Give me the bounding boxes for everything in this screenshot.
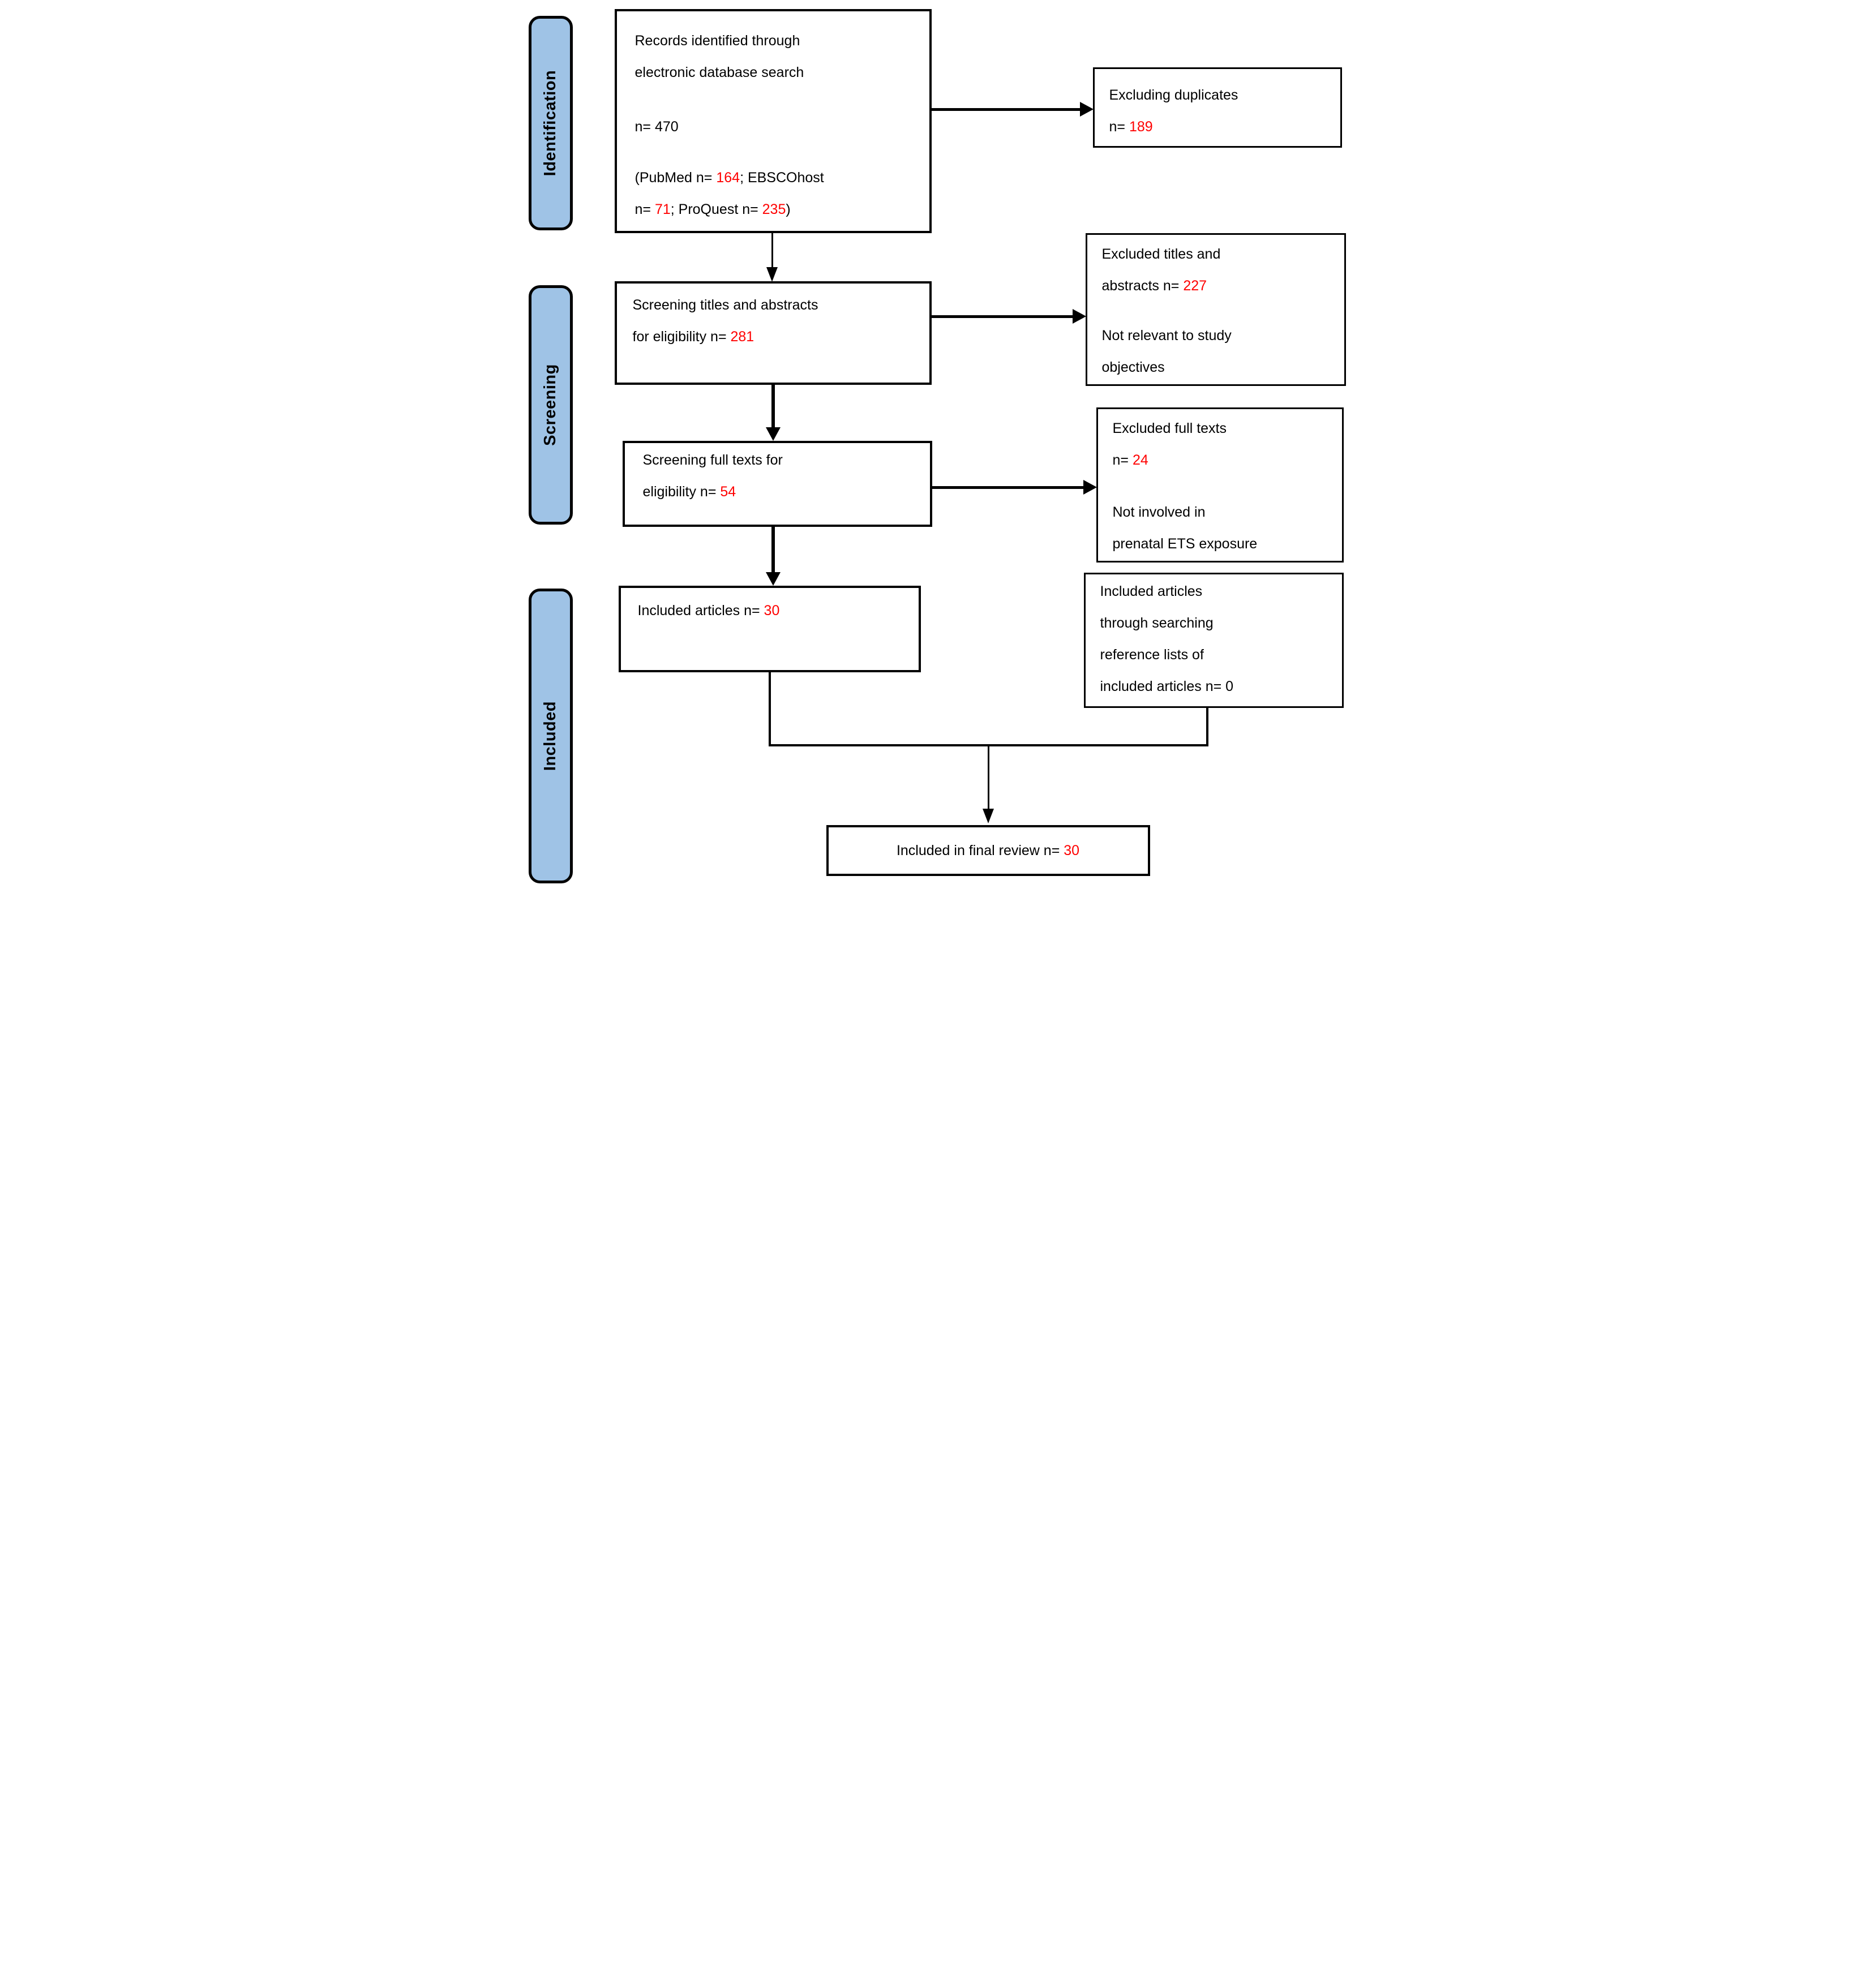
reference-lists-count-line: included articles n= 0 bbox=[1100, 679, 1234, 694]
records-line-2: electronic database search bbox=[634, 65, 804, 80]
duplicates-line-1: Excluding duplicates bbox=[1109, 87, 1238, 103]
stage-included: Included bbox=[528, 589, 573, 883]
final-review-count: 30 bbox=[1064, 843, 1080, 858]
fulltexts-line-1: Screening full texts for bbox=[642, 452, 783, 468]
excluded-titles-reason: Not relevant to study objectives bbox=[1101, 328, 1232, 375]
stage-screening: Screening bbox=[528, 285, 573, 525]
titles-line-1: Screening titles and abstracts bbox=[632, 297, 818, 313]
stage-identification: Identification bbox=[528, 16, 573, 230]
titles-count: 281 bbox=[730, 329, 754, 345]
records-count: n= 470 bbox=[634, 119, 679, 135]
screening-titles-box: Screening titles and abstracts for eligi… bbox=[614, 281, 932, 385]
excluded-fulltexts-box: Excluded full texts n= 24 Not involved i… bbox=[1096, 407, 1344, 563]
records-line-1: Records identified through bbox=[634, 33, 800, 49]
excluded-fulltexts-reason: Not involved in prenatal ETS exposure bbox=[1112, 504, 1258, 552]
excluded-titles-line-1: Excluded titles and bbox=[1101, 246, 1221, 262]
included-articles-count: 30 bbox=[764, 603, 780, 619]
excluded-titles-box: Excluded titles and abstracts n= 227 Not… bbox=[1085, 233, 1346, 386]
records-ebsco-count: 71 bbox=[654, 201, 671, 217]
records-pubmed-count: 164 bbox=[716, 170, 740, 186]
fulltexts-count: 54 bbox=[720, 484, 736, 500]
stage-identification-label: Identification bbox=[541, 70, 560, 177]
excluding-duplicates-box: Excluding duplicates n= 189 bbox=[1092, 67, 1342, 148]
records-source-lines: Records identified through electronic da… bbox=[635, 25, 924, 88]
duplicates-count: 189 bbox=[1129, 119, 1153, 135]
stage-screening-label: Screening bbox=[541, 364, 559, 446]
records-count-line: n= 470 bbox=[635, 111, 924, 143]
stage-included-label: Included bbox=[541, 701, 560, 771]
screening-fulltexts-box: Screening full texts for eligibility n= … bbox=[622, 441, 932, 527]
excluded-titles-count: 227 bbox=[1183, 278, 1207, 294]
excluded-fulltexts-count: 24 bbox=[1132, 452, 1148, 468]
final-review-box: Included in final review n= 30 bbox=[826, 825, 1150, 876]
prisma-flow-diagram: Identification Screening Included Record… bbox=[513, 0, 1352, 894]
records-identified-box: Records identified through electronic da… bbox=[614, 9, 932, 233]
records-databases-line: (PubMed n= 164; EBSCOhost n= 71; ProQues… bbox=[634, 170, 824, 217]
included-articles-box: Included articles n= 30 bbox=[618, 586, 921, 672]
records-proquest-count: 235 bbox=[762, 201, 786, 217]
excluded-fulltexts-line-1: Excluded full texts bbox=[1112, 420, 1227, 436]
final-review-line: Included in final review n= bbox=[896, 843, 1064, 858]
reference-lists-box: Included articles through searching refe… bbox=[1083, 573, 1344, 708]
included-articles-line: Included articles n= bbox=[637, 603, 764, 619]
